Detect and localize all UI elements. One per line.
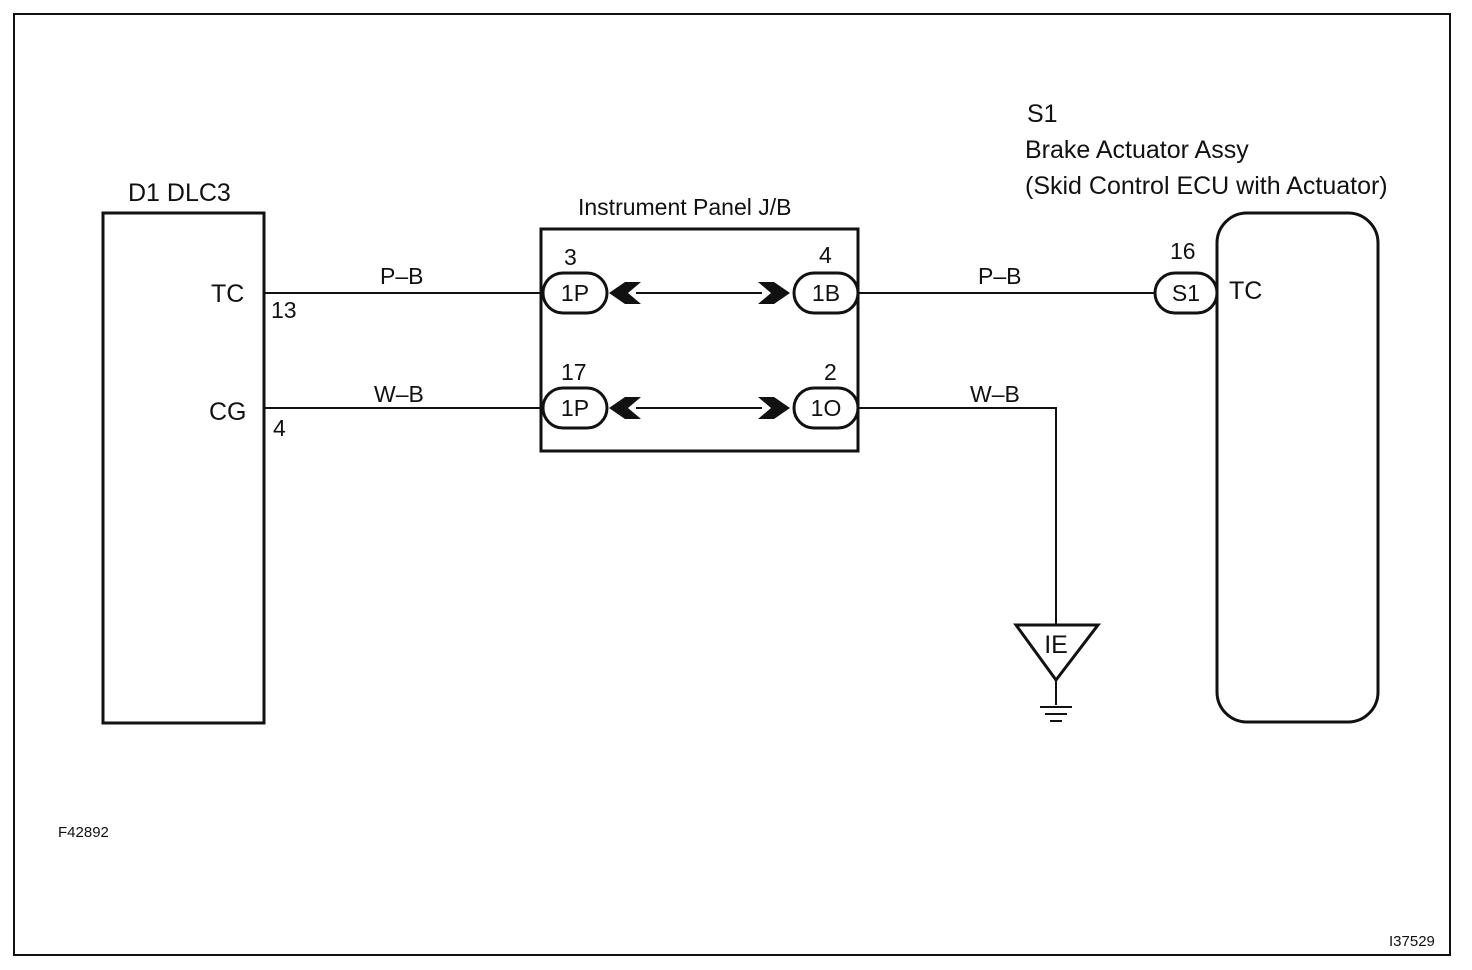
jb-br-conn-label: 1O (811, 395, 842, 421)
wire-tc-right-color: P–B (978, 263, 1021, 289)
jb-br-connector (792, 386, 860, 430)
diagram-frame (13, 13, 1451, 956)
jb-tr-pin: 4 (819, 242, 832, 268)
jb-bl-pin: 17 (561, 359, 587, 385)
dlc-tc-pin: 13 (271, 297, 297, 323)
jb-tl-connector (541, 271, 609, 315)
jb-title: Instrument Panel J/B (578, 194, 792, 220)
ecu-box (1215, 211, 1380, 724)
ecu-desc: (Skid Control ECU with Actuator) (1025, 172, 1388, 200)
ecu-conn-label: S1 (1172, 280, 1200, 306)
jb-tr-connector (792, 271, 860, 315)
dlc-tc-label: TC (211, 280, 244, 308)
jb-tr-conn-label: 1B (812, 280, 840, 306)
figure-code: F42892 (58, 824, 109, 841)
jb-tl-pin: 3 (564, 244, 577, 270)
ecu-connector (1153, 271, 1219, 315)
jb-bl-arrow-icon (609, 397, 641, 419)
ground-label: IE (1044, 631, 1068, 659)
wire-tc-left-color: P–B (380, 263, 423, 289)
wire-cg-left-color: W–B (374, 381, 424, 407)
jb-tr-arrow-icon (758, 282, 790, 304)
ecu-tc-label: TC (1229, 277, 1262, 305)
dlc-box (101, 211, 266, 725)
ecu-code: S1 (1027, 100, 1058, 128)
jb-bl-conn-label: 1P (561, 395, 589, 421)
wire-cg-right (858, 407, 1057, 625)
dlc-cg-label: CG (209, 398, 247, 426)
ecu-name: Brake Actuator Assy (1025, 136, 1249, 164)
ground-point (1013, 623, 1102, 683)
image-code: I37529 (1389, 933, 1435, 950)
dlc-cg-pin: 4 (273, 415, 286, 441)
jb-box (539, 227, 860, 453)
jb-tl-conn-label: 1P (561, 280, 589, 306)
wire-cg-right-color: W–B (970, 381, 1020, 407)
ecu-pin: 16 (1170, 238, 1196, 264)
jb-br-pin: 2 (824, 359, 837, 385)
jb-bl-connector (541, 386, 609, 430)
jb-tl-arrow-icon (609, 282, 641, 304)
dlc-title: D1 DLC3 (128, 179, 231, 207)
jb-br-arrow-icon (758, 397, 790, 419)
